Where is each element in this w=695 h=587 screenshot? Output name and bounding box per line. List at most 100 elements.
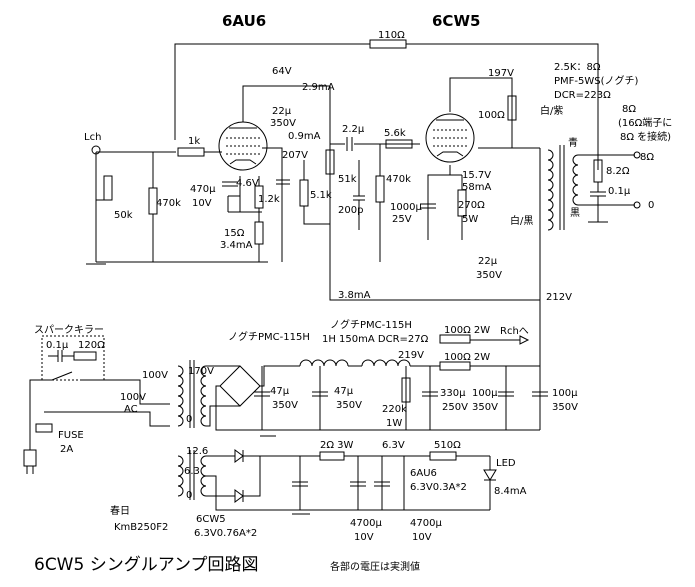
otrans-labels: 2.5K：8Ω PMF-5WS(ノグチ) DCR=223Ω 白/紫 青 白/黒 … — [510, 62, 672, 227]
plate-stopper-label: 100Ω — [478, 110, 505, 121]
ac-100v-label: 100V — [120, 392, 146, 403]
voltage-46v-label: 4.6V — [236, 178, 259, 189]
heater-cap-a-voltage-label: 10V — [354, 532, 374, 543]
output-note-1: (16Ω端子に — [618, 116, 672, 129]
wire-black-label: 黒 — [570, 207, 580, 219]
otrans-model-label: PMF-5WS(ノグチ) — [554, 74, 639, 87]
wire-blue-label: 青 — [568, 136, 578, 149]
cap-47b-label: 47μ — [334, 386, 354, 397]
driver-tube-label: 6AU6 — [222, 12, 266, 30]
channel-label: Lch — [84, 132, 101, 143]
transformer-model-label: KmB250F2 — [114, 522, 168, 533]
current-29ma-label: 2.9mA — [302, 82, 335, 93]
volume-50k-label: 50k — [114, 210, 133, 221]
heater-cap-b-voltage-label: 10V — [412, 532, 432, 543]
cap-100b-voltage-label: 350V — [552, 402, 578, 413]
cap-marks — [222, 179, 548, 397]
heater-labels: 12.6 6.3 0 2Ω 3W 6.3V 510Ω LED 8.4mA 6AU… — [110, 440, 527, 543]
current-09ma-label: 0.9mA — [288, 131, 321, 142]
led-label: LED — [496, 458, 516, 469]
grid-resistor-56k-label: 5.6k — [384, 128, 406, 139]
fuse-label: FUSE — [58, 430, 84, 441]
cathode-12k-label: 1.2k — [258, 194, 280, 205]
spark-killer-resistor-label: 120Ω — [78, 340, 105, 351]
cap-1000u-label: 1000μ — [390, 202, 422, 213]
otrans-dcr-label: DCR=223Ω — [554, 90, 611, 101]
heater-6au6-spec-label: 6.3V0.3A*2 — [410, 482, 467, 493]
grid-leak-label: 470k — [386, 174, 411, 185]
cap-100a-voltage-label: 350V — [472, 402, 498, 413]
voltage-212v-label: 212V — [546, 292, 572, 303]
output-8ohm-label: 8Ω — [622, 104, 636, 115]
heater-126-label: 12.6 — [186, 446, 208, 457]
wire-white-black-label: 白/黒 — [510, 214, 533, 227]
cap-47b-voltage-label: 350V — [336, 400, 362, 411]
zobel-cap-label: 0.1μ — [608, 186, 631, 197]
heater-cap-a-label: 4700μ — [350, 518, 382, 529]
heater-wiring — [177, 449, 497, 511]
cap-330u-voltage-label: 250V — [442, 402, 468, 413]
heater-6au6-label: 6AU6 — [410, 468, 437, 479]
heater-resistor-label: 2Ω 3W — [320, 440, 354, 451]
output-note-2: 8Ω を接続) — [620, 130, 671, 143]
output-terminal-8ohm-icon — [633, 151, 641, 159]
resistor-100-2w-b-label: 100Ω 2W — [444, 352, 490, 363]
cap-22u-label: 22μ — [272, 106, 292, 117]
cap-1000u-voltage-label: 25V — [392, 214, 412, 225]
wire-white-purple-label: 白/紫 — [540, 104, 563, 117]
led-current-label: 8.4mA — [494, 486, 527, 497]
tube-6cw5-symbol — [425, 113, 475, 163]
voltage-157v-label: 15.7V — [462, 170, 491, 181]
screen-resistor-label: 5.1k — [310, 190, 332, 201]
cap-470u-label: 470μ — [190, 184, 216, 195]
secondary-170v-label: 170V — [188, 366, 214, 377]
voltage-64v-label: 64V — [272, 66, 292, 77]
current-38ma-label: 3.8mA — [338, 290, 371, 301]
cap-100b-label: 100μ — [552, 388, 578, 399]
fuse-rating-label: 2A — [60, 444, 73, 455]
heater-63-label: 6.3 — [184, 466, 200, 477]
feedback-resistor-label: 110Ω — [378, 30, 405, 41]
cathode-resistor-watt-label: 5W — [462, 214, 478, 225]
terminal-8ohm-label: 8Ω — [640, 152, 654, 163]
tube-6au6-symbol — [218, 121, 268, 171]
bleeder-watt-label: 1W — [386, 418, 402, 429]
cathode-resistor-label: 270Ω — [458, 200, 485, 211]
resistor-100-2w-a-label: 100Ω 2W — [444, 325, 490, 336]
heater-cap-b-label: 4700μ — [410, 518, 442, 529]
amp-labels: 6AU6 6CW5 Lch 110Ω 64V 2.9mA 197V 22μ 35… — [84, 12, 572, 303]
heater-6cw5-spec-label: 6.3V0.76A*2 — [194, 528, 257, 539]
choke2-label: ノグチPMC-115H — [330, 318, 412, 331]
zobel-resistor-label: 8.2Ω — [606, 166, 630, 177]
current-58ma-label: 58mA — [462, 182, 491, 193]
cap-330u-label: 330μ — [440, 388, 466, 399]
otrans-impedance-label: 2.5K：8Ω — [554, 62, 601, 73]
heater-6cw5-label: 6CW5 — [196, 514, 226, 525]
plate-resistor-51k-label: 51k — [338, 174, 357, 185]
grid-stopper-label: 1k — [188, 136, 200, 147]
measurement-note: 各部の電圧は実測値 — [330, 560, 420, 573]
cap-22u-voltage-label: 350V — [270, 118, 296, 129]
output-tube-label: 6CW5 — [432, 12, 480, 30]
spark-killer-label: スパークキラー — [34, 324, 104, 336]
terminal-0-label: 0 — [648, 200, 654, 211]
ground-symbols — [86, 215, 608, 515]
cap-47a-voltage-label: 350V — [272, 400, 298, 411]
led-resistor-label: 510Ω — [434, 440, 461, 451]
cap-47a-label: 47μ — [270, 386, 290, 397]
coupling-cap-label: 2.2μ — [342, 124, 365, 135]
ac-label: AC — [124, 404, 138, 415]
voltage-197v-label: 197V — [488, 68, 514, 79]
secondary-zero-label: 0 — [186, 414, 192, 425]
spark-killer-cap-label: 0.1μ — [46, 340, 69, 351]
primary-100v-label: 100V — [142, 370, 168, 381]
bleeder-resistor-label: 220k — [382, 404, 407, 415]
transformer-maker-label: 春日 — [110, 505, 130, 517]
heater-63v-label: 6.3V — [382, 440, 405, 451]
amp-wiring — [95, 39, 635, 318]
cap-100a-label: 100μ — [472, 388, 498, 399]
voltage-207v-label: 207V — [282, 150, 308, 161]
current-34ma-label: 3.4mA — [220, 240, 253, 251]
